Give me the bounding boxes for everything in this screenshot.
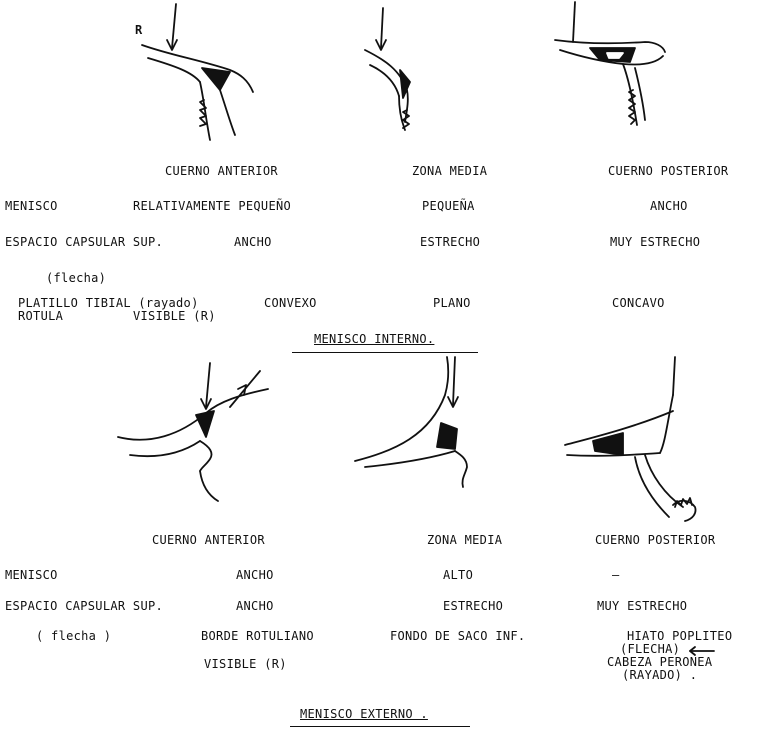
external-posterior-horn-figure — [555, 355, 705, 535]
external-row-espacio-label: ESPACIO CAPSULAR SUP. — [5, 600, 163, 613]
external-middle-zone-figure — [345, 355, 475, 505]
internal-header-middle: ZONA MEDIA — [412, 165, 487, 178]
external-row-flecha-label: ( flecha ) — [36, 630, 111, 643]
internal-row-espacio-middle: ESTRECHO — [420, 236, 480, 249]
external-row-flecha-anterior: BORDE ROTULIANO — [201, 630, 314, 643]
external-row-espacio-middle: ESTRECHO — [443, 600, 503, 613]
internal-row-espacio-label: ESPACIO CAPSULAR SUP. — [5, 236, 163, 249]
external-row-flecha-middle: FONDO DE SACO INF. — [390, 630, 525, 643]
external-visible-value: VISIBLE (R) — [204, 658, 287, 671]
internal-row-menisco-posterior: ANCHO — [650, 200, 688, 213]
internal-row-rotula-value: VISIBLE (R) — [133, 310, 216, 323]
external-header-anterior: CUERNO ANTERIOR — [152, 534, 265, 547]
internal-row-menisco-anterior: RELATIVAMENTE PEQUEÑO — [133, 200, 291, 213]
internal-row-platillo-posterior: CONCAVO — [612, 297, 665, 310]
internal-posterior-horn-figure — [545, 0, 675, 150]
external-title-rule — [290, 726, 470, 727]
internal-row-espacio-anterior: ANCHO — [234, 236, 272, 249]
external-header-posterior: CUERNO POSTERIOR — [595, 534, 715, 547]
external-rayado: (RAYADO) . — [622, 669, 697, 682]
internal-row-platillo-middle: PLANO — [433, 297, 471, 310]
external-row-espacio-anterior: ANCHO — [236, 600, 274, 613]
external-section-title: MENISCO EXTERNO . — [300, 708, 428, 721]
external-row-menisco-label: MENISCO — [5, 569, 58, 582]
external-header-middle: ZONA MEDIA — [427, 534, 502, 547]
internal-row-menisco-label: MENISCO — [5, 200, 58, 213]
internal-row-menisco-middle: PEQUEÑA — [422, 200, 475, 213]
internal-title-rule — [292, 352, 478, 353]
internal-middle-zone-figure — [345, 0, 445, 150]
figure-label-r: R — [135, 24, 143, 37]
internal-row-rotula-label: ROTULA — [18, 310, 63, 323]
external-anterior-horn-figure — [110, 355, 280, 505]
internal-row-flecha-label: (flecha) — [46, 272, 106, 285]
internal-row-platillo-anterior: CONVEXO — [264, 297, 317, 310]
external-row-espacio-posterior: MUY ESTRECHO — [597, 600, 687, 613]
internal-header-posterior: CUERNO POSTERIOR — [608, 165, 728, 178]
external-row-menisco-middle: ALTO — [443, 569, 473, 582]
internal-row-espacio-posterior: MUY ESTRECHO — [610, 236, 700, 249]
external-row-menisco-posterior: — — [612, 569, 620, 582]
internal-section-title: MENISCO INTERNO. — [314, 333, 434, 346]
internal-header-anterior: CUERNO ANTERIOR — [165, 165, 278, 178]
external-row-menisco-anterior: ANCHO — [236, 569, 274, 582]
